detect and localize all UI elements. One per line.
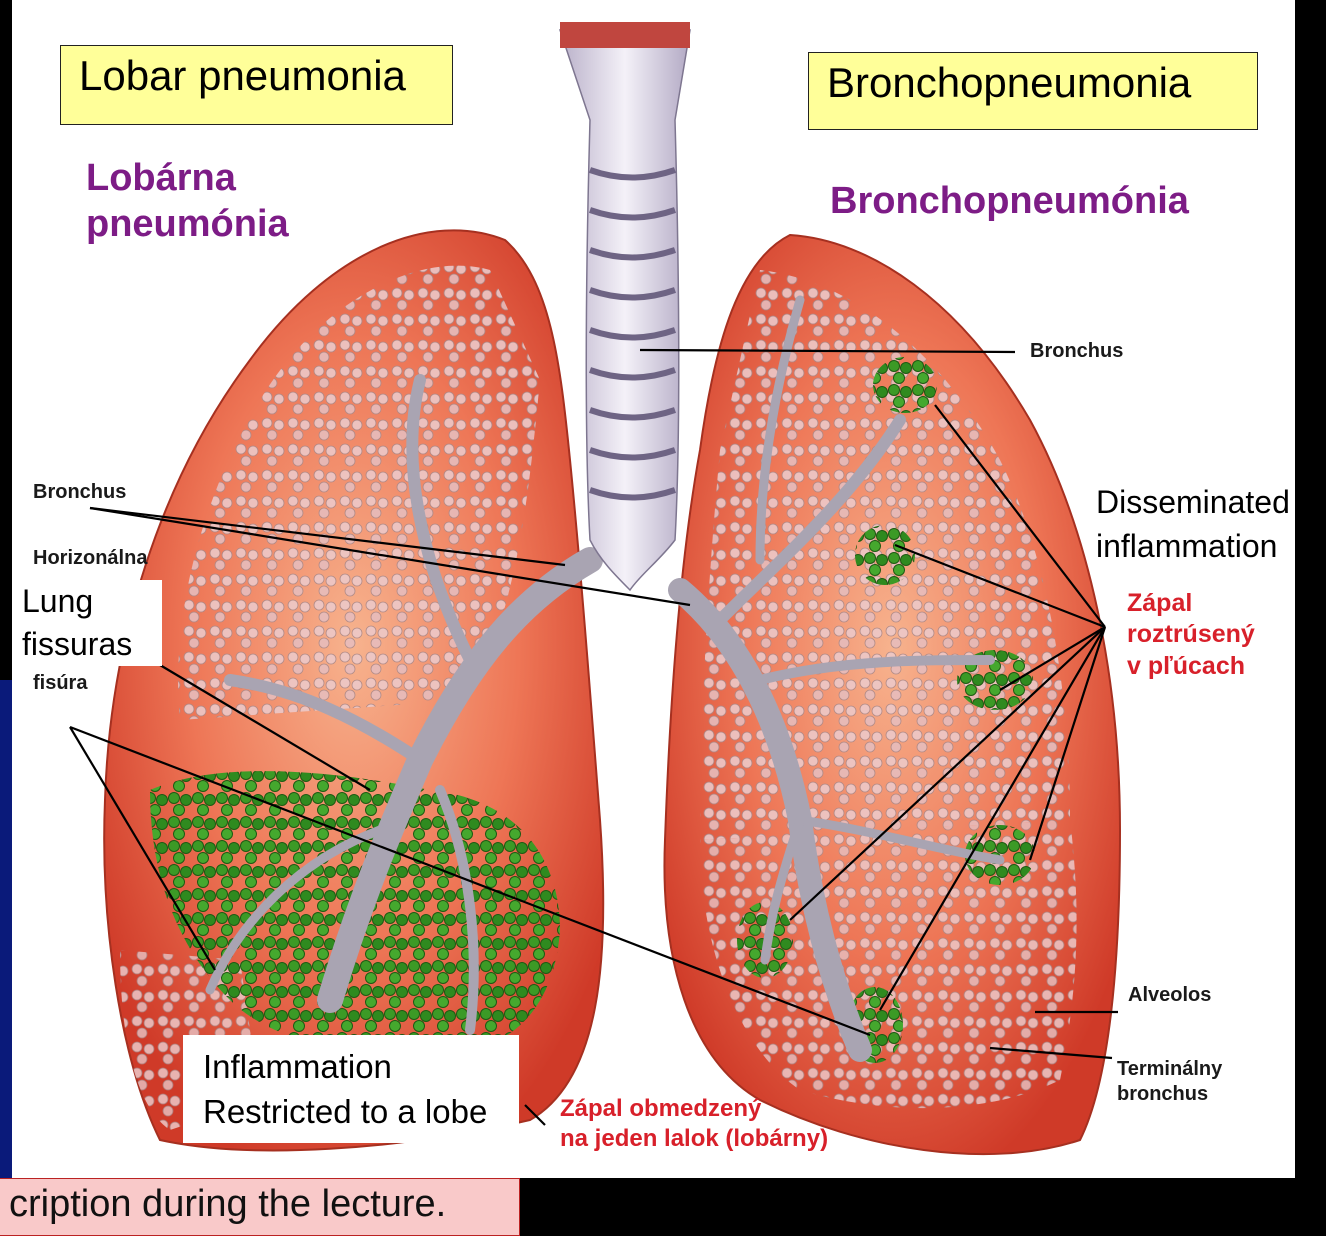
disseminated-line-2: inflammation [1096,524,1295,568]
trachea [560,22,690,590]
lecture-note-text: cription during the lecture. [9,1183,446,1225]
terminal-bronchus-line-1: Terminálny [1117,1057,1222,1082]
zapal-roztruseny-label: Zápal roztrúsený v pľúcach [1127,588,1255,682]
bronchopneumonia-sk-title: Bronchopneumónia [830,178,1189,224]
lobarna-title: Lobárna pneumónia [86,155,289,248]
disseminated-line-1: Disseminated [1096,480,1295,524]
bronchus-left-label: Bronchus [33,480,126,504]
horizontal-fissure-label-2: fisúra [33,671,87,695]
bronchopneumonia-box: Bronchopneumonia [808,52,1258,130]
zapal-roztruseny-line-2: roztrúsený [1127,619,1255,650]
zapal-roztruseny-line-3: v pľúcach [1127,651,1255,682]
restricted-box: Inflammation Restricted to a lobe [183,1035,519,1143]
terminal-bronchus-line-2: bronchus [1117,1082,1222,1107]
lung-fissuras-box: Lung fissuras [14,580,162,666]
horizontal-fissure-label: Horizonálna [33,546,147,570]
zapal-obmedzeny-line-1: Zápal obmedzený [560,1094,828,1124]
alveolos-label: Alveolos [1128,983,1211,1007]
lobarna-title-line-1: Lobárna [86,155,289,201]
lung-fissuras-line-2: fissuras [22,623,162,666]
zapal-obmedzeny-line-2: na jeden lalok (lobárny) [560,1124,828,1154]
lobar-pneumonia-box: Lobar pneumonia [60,45,453,125]
restricted-line-1: Inflammation [203,1045,519,1090]
bronchus-right-label: Bronchus [1030,339,1123,363]
zapal-obmedzeny-label: Zápal obmedzený na jeden lalok (lobárny) [560,1094,828,1154]
lung-fissuras-line-1: Lung [22,580,162,623]
zapal-roztruseny-line-1: Zápal [1127,588,1255,619]
lecture-note-box: cription during the lecture. [0,1178,520,1236]
lobarna-title-line-2: pneumónia [86,201,289,247]
restricted-line-2: Restricted to a lobe [203,1090,519,1135]
disseminated-box: Disseminated inflammation [1090,480,1295,572]
terminal-bronchus-label: Terminálny bronchus [1117,1057,1222,1107]
